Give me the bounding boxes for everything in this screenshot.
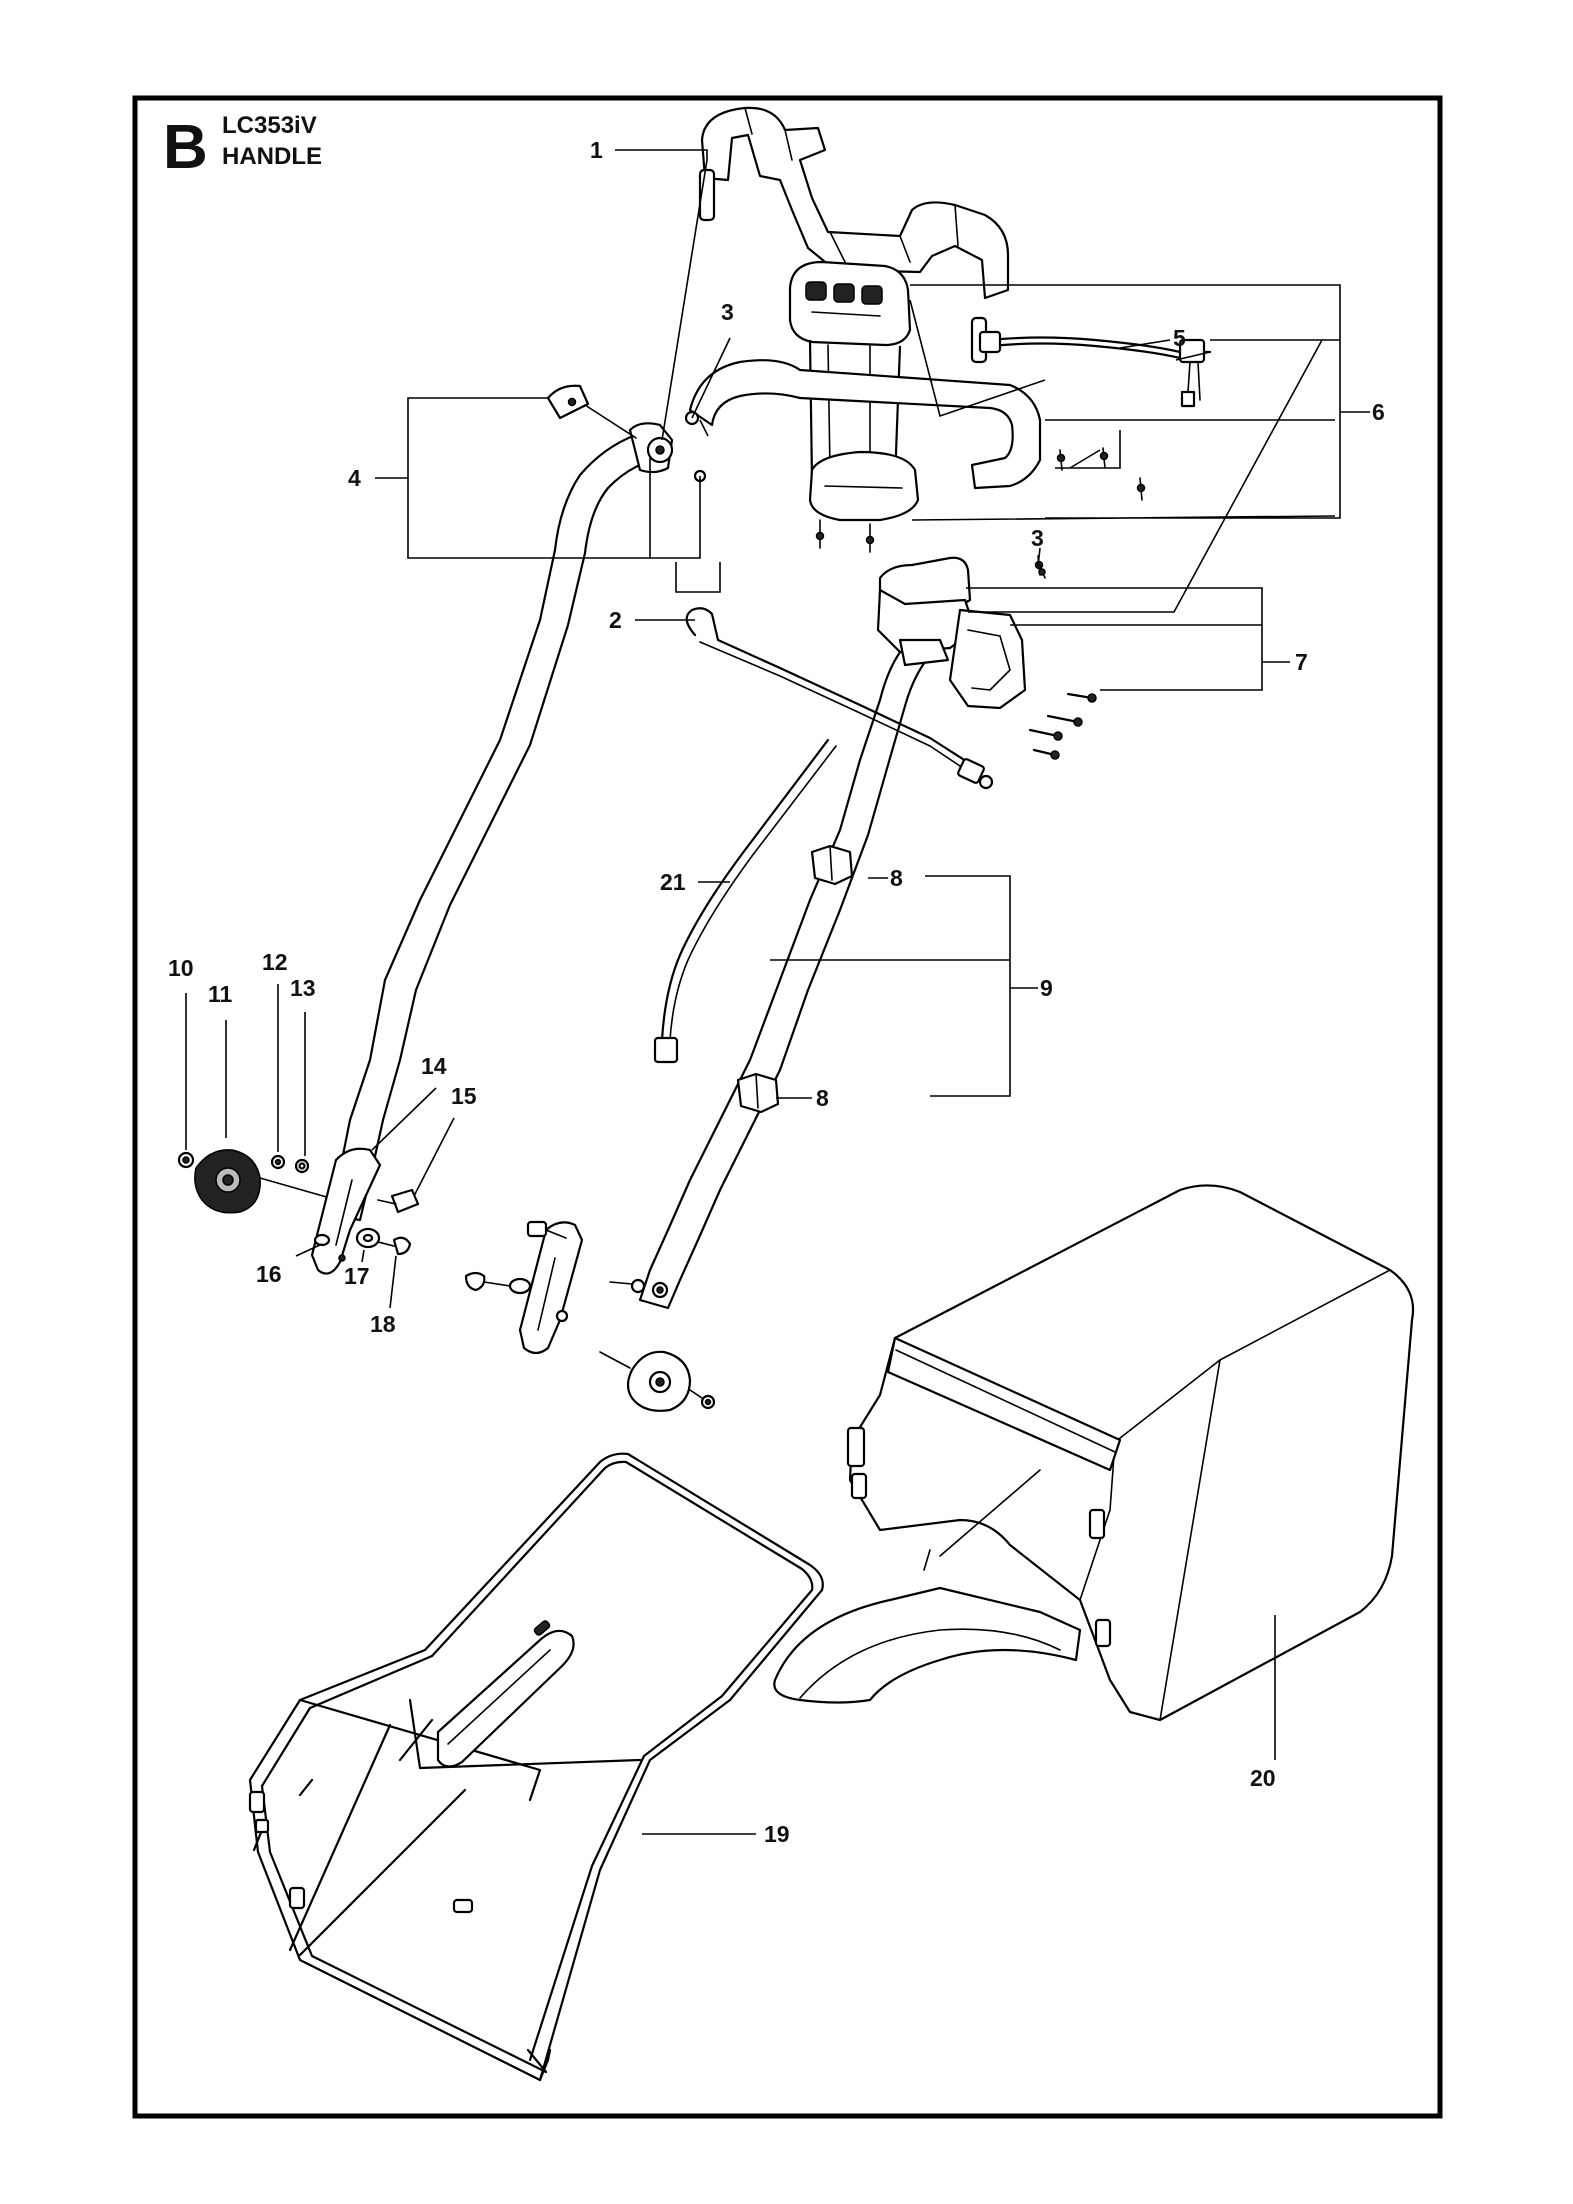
- left-bolt-part-18: [377, 1236, 412, 1256]
- callout-18: 18: [370, 1311, 396, 1337]
- callout-2: 2: [609, 607, 622, 633]
- title-block: B LC353iV HANDLE: [163, 112, 322, 182]
- left-knob-part-11: [194, 1149, 261, 1214]
- callout-3-upper: 3: [721, 299, 734, 325]
- callout-12: 12: [262, 949, 288, 975]
- callout-4: 4: [348, 465, 361, 491]
- grass-bag-part: [773, 1184, 1415, 1722]
- wiring-harness-part: [978, 330, 1212, 408]
- panel-screws: [815, 447, 1146, 576]
- callout-20: 20: [1250, 1765, 1276, 1791]
- left-washer-part-16: [313, 1233, 331, 1247]
- callout-8-upper: 8: [890, 865, 903, 891]
- upper-handle-part: [698, 106, 1010, 364]
- callout-6: 6: [1372, 399, 1385, 425]
- callout-15: 15: [451, 1083, 477, 1109]
- section-title: HANDLE: [222, 143, 322, 170]
- left-nut-part-10: [177, 1151, 195, 1169]
- callout-10: 10: [168, 955, 194, 981]
- section-letter: B: [163, 113, 208, 182]
- right-knob: [599, 1350, 716, 1412]
- callout-17: 17: [344, 1263, 370, 1289]
- left-bolt-part-15: [377, 1188, 420, 1214]
- left-washer-part-17: [355, 1227, 381, 1249]
- right-fittings: [464, 1220, 669, 1355]
- left-small-parts: [259, 1154, 331, 1199]
- grass-bag-frame-part: [248, 1452, 824, 2082]
- callout-9: 9: [1040, 975, 1053, 1001]
- left-plate-part-14: [310, 1147, 382, 1275]
- model-name: LC353iV: [222, 112, 317, 139]
- clip-part-4: [546, 384, 637, 439]
- callout-14: 14: [421, 1053, 447, 1079]
- callout-5: 5: [1173, 325, 1186, 351]
- callout-7: 7: [1295, 649, 1308, 675]
- callout-13: 13: [290, 975, 316, 1001]
- housing-screws: [1028, 692, 1097, 760]
- callout-3-lower: 3: [1031, 525, 1044, 551]
- callout-8-lower: 8: [816, 1085, 829, 1111]
- callout-16: 16: [256, 1261, 282, 1287]
- callout-labels: 1 2 3 3 4 5 6 7 8 8 9 10 11 12 13 14 15 …: [168, 137, 1385, 1847]
- control-panel-part: [788, 260, 920, 522]
- cable-part-21: [653, 738, 837, 1064]
- guide-clip-upper: [810, 844, 854, 886]
- guide-clip-lower: [736, 1072, 780, 1114]
- callout-11: 11: [208, 981, 233, 1007]
- diagram-frame: [132, 95, 1443, 2119]
- switch-housing-part: [876, 556, 1046, 710]
- callout-19: 19: [764, 1821, 790, 1847]
- leader-lines: [185, 149, 1370, 1835]
- cable-part-2: [685, 607, 994, 790]
- callout-21: 21: [660, 869, 686, 895]
- callout-1: 1: [590, 137, 603, 163]
- main-handle-frame: [328, 359, 1042, 1310]
